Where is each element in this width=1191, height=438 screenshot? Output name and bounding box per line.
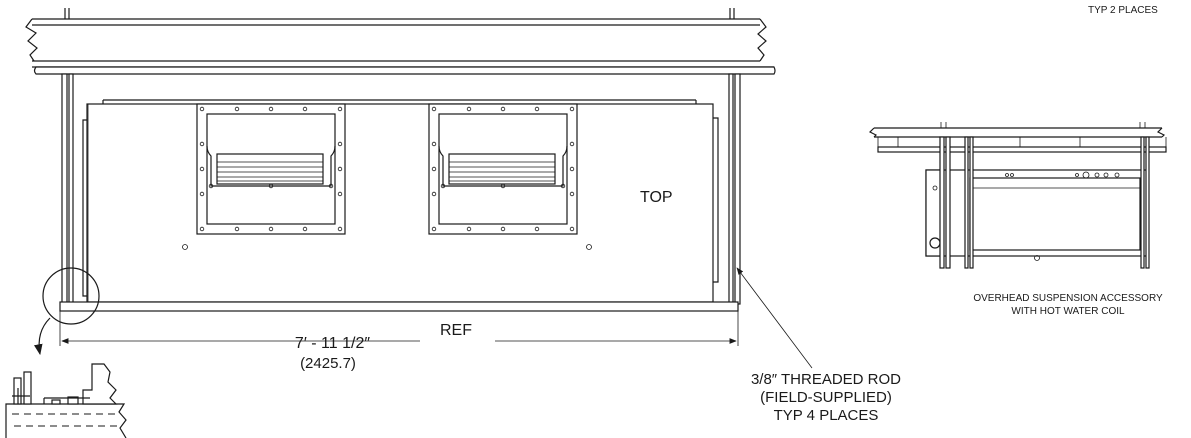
rod-leader-arrow	[736, 267, 813, 369]
unit-cabinet	[82, 99, 719, 303]
rod-label-line3: TYP 4 PLACES	[774, 407, 879, 424]
base-rail	[59, 301, 739, 312]
fan-deck-2	[428, 103, 578, 235]
fan-deck-1	[196, 103, 346, 235]
dimension-metric-label: (2425.7)	[300, 355, 356, 372]
detail-callout-circle	[42, 267, 100, 325]
accessory-label-line2: WITH HOT WATER COIL	[1011, 306, 1125, 317]
top-label: TOP	[640, 189, 673, 206]
rod-label-line1: 3/8″ THREADED ROD	[751, 371, 901, 388]
dimension-imperial-label: 7′ - 11 1/2″	[295, 335, 370, 352]
ref-label: REF	[440, 322, 472, 339]
width-dimension	[59, 311, 739, 346]
accessory-label-line1: OVERHEAD SUSPENSION ACCESSORY	[973, 293, 1163, 304]
typ-2-places-label: TYP 2 PLACES	[1088, 5, 1158, 16]
rod-label-line2: (FIELD-SUPPLIED)	[760, 389, 892, 406]
side-view-accessory	[868, 122, 1167, 269]
detail-callout-arrow	[34, 317, 51, 356]
main-view	[25, 8, 813, 369]
ceiling-beam	[25, 18, 776, 75]
enlarged-detail	[5, 363, 127, 438]
